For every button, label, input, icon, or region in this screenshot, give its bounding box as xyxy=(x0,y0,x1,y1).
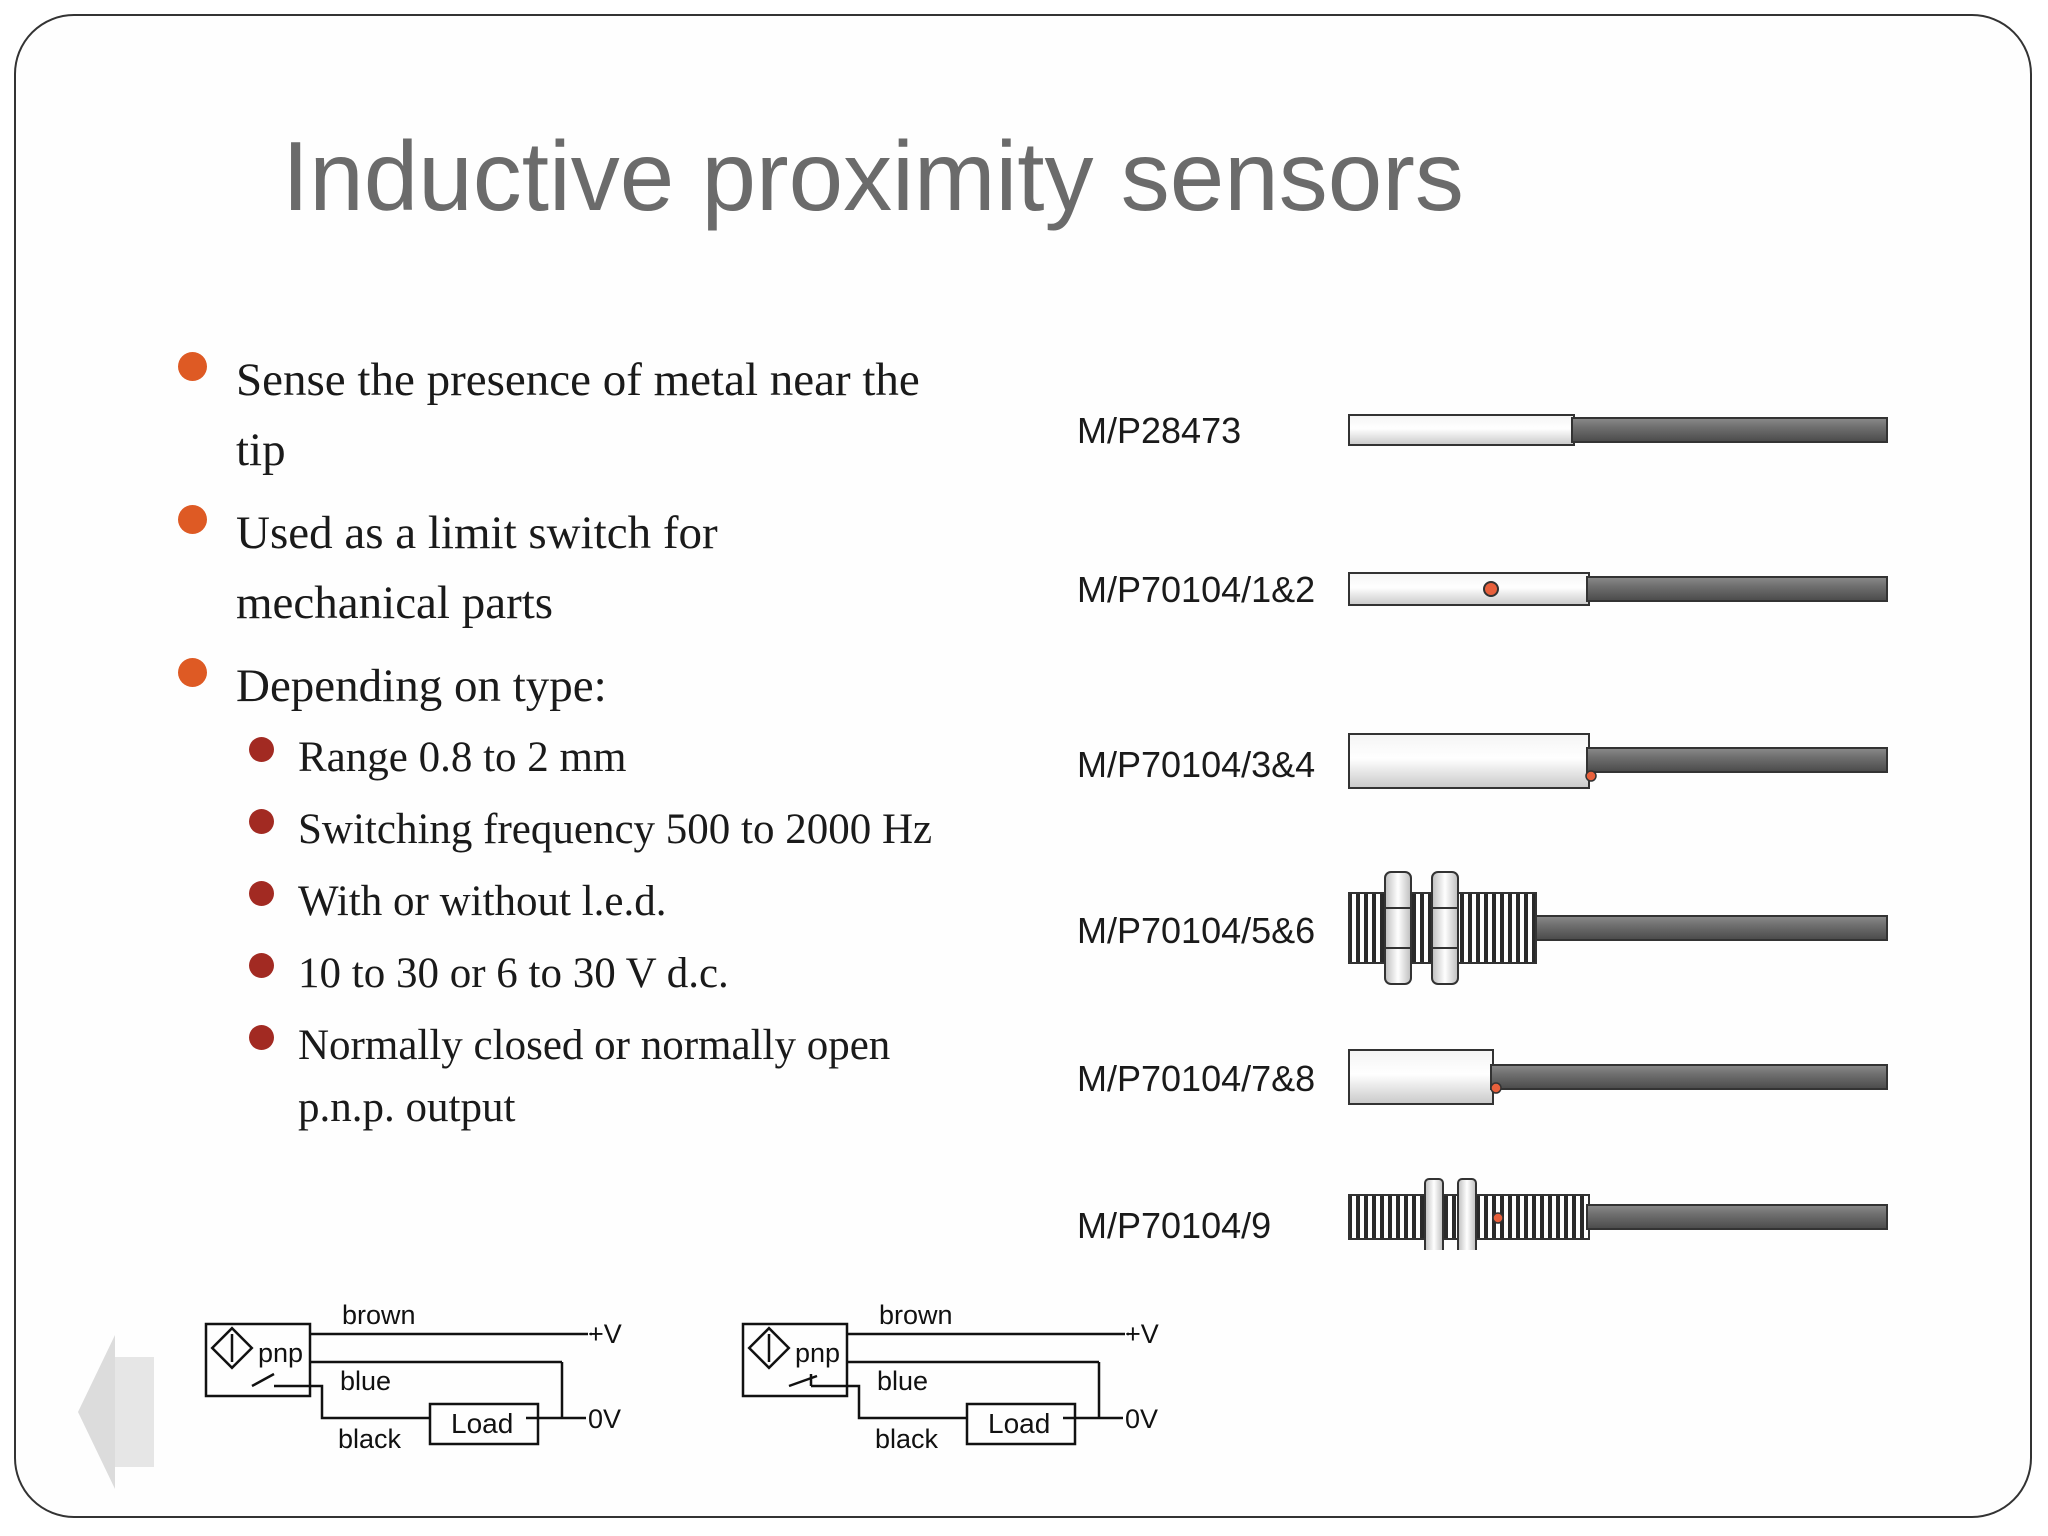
supply-negative-label: 0V xyxy=(588,1404,621,1434)
wiring-diagram-nc: pnp brown blue black Load +V 0V xyxy=(741,1300,1159,1454)
switch-contact-icon xyxy=(788,1374,818,1388)
sensor-body xyxy=(1348,572,1590,606)
bullet-item: Used as a limit switch for mechanical pa… xyxy=(236,498,1016,638)
sensor-box xyxy=(204,1322,312,1398)
load-box xyxy=(428,1402,540,1446)
load-label: Load xyxy=(451,1408,513,1439)
load-label: Load xyxy=(988,1408,1050,1439)
sub-bullet-text: Range 0.8 to 2 mm xyxy=(298,734,627,781)
sensor-model-label: M/P70104/1&2 xyxy=(1077,569,1315,610)
slide-title: Inductive proximity sensors xyxy=(282,121,1464,231)
bullet-text-cont: tip xyxy=(236,424,286,476)
led-indicator-icon xyxy=(1585,770,1597,782)
sensor-box xyxy=(741,1322,849,1398)
wiring-diagram-no: pnp brown blue black Load +V 0V xyxy=(204,1300,622,1454)
sensor-nut xyxy=(1457,1178,1477,1250)
led-indicator-icon xyxy=(1492,1212,1504,1224)
sensor-model-label: M/P70104/3&4 xyxy=(1077,744,1315,785)
led-indicator-icon xyxy=(1483,581,1499,597)
sub-bullet-text: Switching frequency 500 to 2000 Hz xyxy=(298,806,933,853)
sensor-cable xyxy=(1586,576,1888,602)
sub-bullet-text: With or without l.e.d. xyxy=(298,878,667,925)
sub-bullet-item: Normally closed or normally open p.n.p. … xyxy=(298,1015,1018,1139)
sensor-cable xyxy=(1535,915,1888,941)
bullet-dot xyxy=(178,352,207,381)
sensor-body xyxy=(1348,733,1590,789)
sensor-nut xyxy=(1384,871,1412,985)
sensor-cable xyxy=(1586,747,1888,773)
wire-label: black xyxy=(338,1424,402,1454)
supply-negative-label: 0V xyxy=(1125,1404,1158,1434)
sub-bullet-item: Range 0.8 to 2 mm xyxy=(298,727,1018,789)
bullet-dot xyxy=(178,658,207,687)
sensor-cable xyxy=(1586,1204,1888,1230)
back-arrow-icon[interactable] xyxy=(70,1335,160,1495)
sensor-symbol-icon xyxy=(747,1326,791,1370)
sensor-symbol-icon xyxy=(210,1326,254,1370)
sensor-body xyxy=(1348,1049,1494,1105)
sensor-nut xyxy=(1431,871,1459,985)
bullet-text-cont: mechanical parts xyxy=(236,577,554,629)
sensor-row: M/P28473 xyxy=(1077,410,1888,451)
sensor-model-label: M/P28473 xyxy=(1077,410,1241,451)
bullet-item: Sense the presence of metal near the tip xyxy=(236,345,1016,485)
wire-label: blue xyxy=(877,1366,928,1396)
bullet-text: Used as a limit switch for xyxy=(236,507,718,559)
supply-positive-label: +V xyxy=(588,1319,622,1349)
bullet-text: Sense the presence of metal near the xyxy=(236,354,920,406)
sensor-cable xyxy=(1490,1064,1888,1090)
sub-bullet-dot xyxy=(249,881,274,906)
sensor-model-label: M/P70104/7&8 xyxy=(1077,1058,1315,1099)
wire-black xyxy=(292,1384,430,1420)
sub-bullet-dot xyxy=(249,1025,274,1050)
led-indicator-icon xyxy=(1490,1082,1502,1094)
sub-bullet-dot xyxy=(249,809,274,834)
wire-label: brown xyxy=(342,1300,416,1330)
sub-bullet-item: 10 to 30 or 6 to 30 V d.c. xyxy=(298,943,1018,1005)
wire-label: brown xyxy=(879,1300,953,1330)
sensor-row: M/P70104/1&2 xyxy=(1077,569,1888,610)
bullet-item: Depending on type: xyxy=(236,651,1016,721)
sensor-body xyxy=(1348,414,1575,446)
load-box xyxy=(965,1402,1077,1446)
sensor-catalog: M/P28473 M/P70104/1&2 M/P70104/3&4 M/P70… xyxy=(1077,410,1888,1250)
sub-bullet-dot xyxy=(249,737,274,762)
pnp-label: pnp xyxy=(258,1338,303,1368)
sensor-row: M/P70104/3&4 xyxy=(1077,733,1888,789)
wire-black xyxy=(829,1384,967,1420)
switch-contact-icon xyxy=(251,1372,275,1388)
sensor-model-label: M/P70104/9 xyxy=(1077,1205,1271,1246)
sub-bullet-text: 10 to 30 or 6 to 30 V d.c. xyxy=(298,950,729,997)
sensor-row: M/P70104/7&8 xyxy=(1077,1049,1888,1105)
bullet-dot xyxy=(178,505,207,534)
bullet-text: Depending on type: xyxy=(236,660,607,712)
sensor-row: M/P70104/9 xyxy=(1077,1178,1888,1250)
sensor-row: M/P70104/5&6 xyxy=(1077,871,1888,985)
sensor-nut xyxy=(1424,1178,1444,1250)
sub-bullet-text: Normally closed or normally open xyxy=(298,1022,891,1069)
sub-bullet-text-cont: p.n.p. output xyxy=(298,1084,516,1131)
supply-positive-label: +V xyxy=(1125,1319,1159,1349)
pnp-label: pnp xyxy=(795,1338,840,1368)
wire-label: black xyxy=(875,1424,939,1454)
sub-bullet-item: With or without l.e.d. xyxy=(298,871,1018,933)
bullet-list: Sense the presence of metal near the tip… xyxy=(0,0,1030,1200)
sub-bullet-item: Switching frequency 500 to 2000 Hz xyxy=(298,799,1018,861)
wire-label: blue xyxy=(340,1366,391,1396)
sensor-cable xyxy=(1571,417,1888,443)
sensor-model-label: M/P70104/5&6 xyxy=(1077,910,1315,951)
sub-bullet-dot xyxy=(249,953,274,978)
